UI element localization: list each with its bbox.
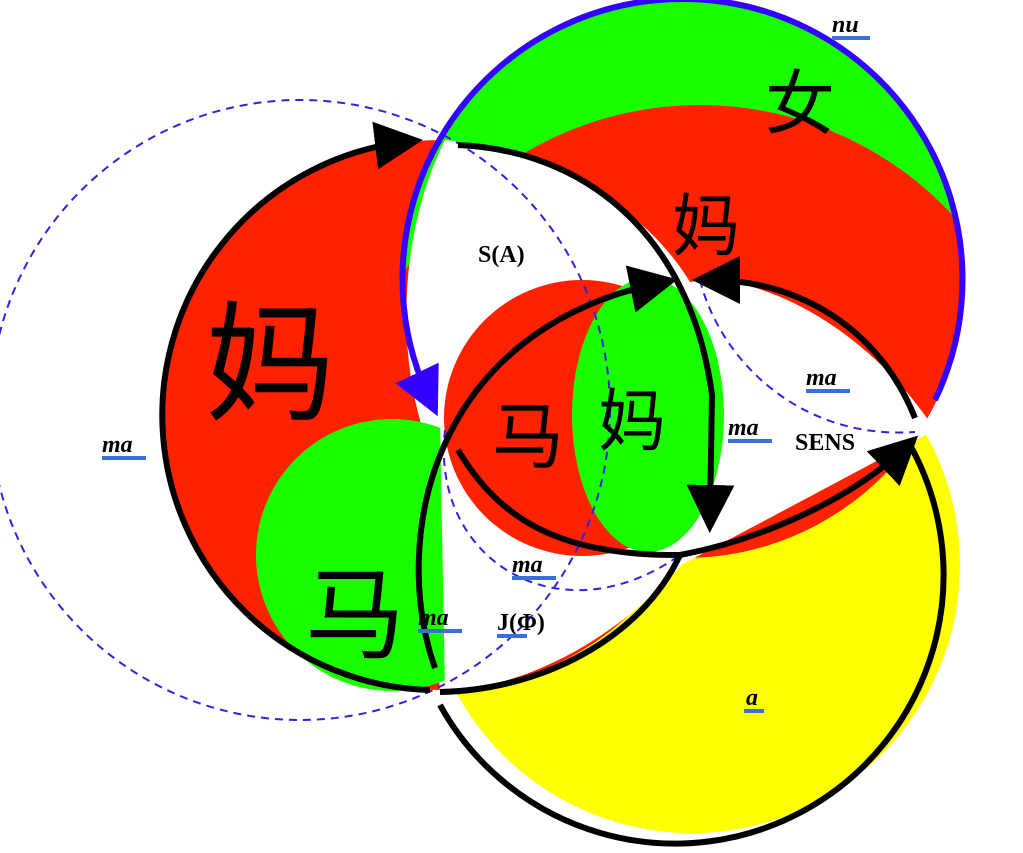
center-arc (439, 448, 685, 695)
label-a: a (746, 685, 758, 711)
label-ma-right: ma (806, 365, 837, 391)
left-arrow-arc (159, 121, 431, 693)
blue-arc (395, 0, 966, 417)
label-ma-lower-left: ma (418, 605, 449, 631)
horse-character-lower: 马 (305, 557, 405, 674)
mother-character-left: 妈 (205, 289, 335, 441)
label-j-phi: J(Φ) (497, 610, 545, 636)
horse-character-center: 马 (492, 395, 564, 479)
label-sens: SENS (795, 430, 855, 456)
center-left-arc (415, 265, 678, 669)
label-ma-bottom: ma (512, 552, 543, 578)
dashed-circle-left (0, 99, 611, 721)
label-nu: nu (832, 12, 859, 38)
dashed-arc-right (699, 279, 916, 434)
yellow-arrow-arc (437, 443, 947, 847)
top-arrow-arc (457, 142, 735, 533)
mother-character-center: 妈 (598, 383, 666, 462)
mother-character-top: 妈 (672, 188, 740, 267)
dashed-arc-bottom (442, 429, 681, 592)
label-ma-left: ma (102, 432, 133, 458)
right-arrow-arc (692, 256, 918, 420)
label-s-a: S(A) (478, 242, 525, 268)
label-ma-center-right: ma (728, 415, 759, 441)
sens-arrow (679, 435, 919, 558)
nu-character: 女 (765, 63, 835, 145)
center-green-region (572, 278, 724, 552)
